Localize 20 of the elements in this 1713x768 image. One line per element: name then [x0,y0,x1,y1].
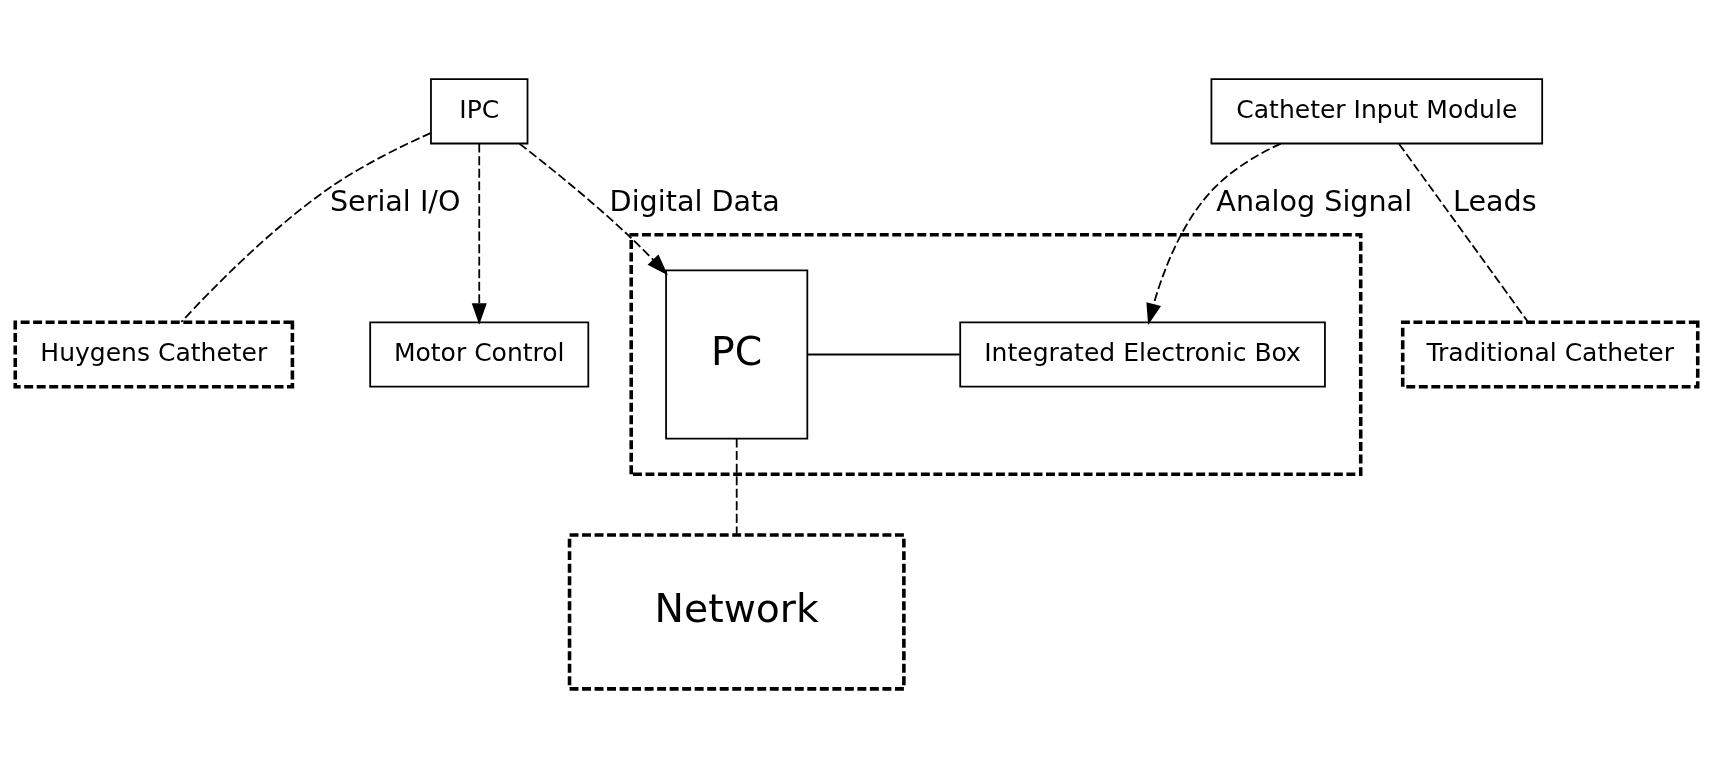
connector [735,437,738,536]
node-box: Catheter Input Module [1210,78,1544,145]
node-box: Motor Control [369,321,590,388]
cluster [629,232,1363,477]
node-box: Integrated Electronic Box [959,321,1326,388]
connector [807,353,961,356]
edge-label: Leads [1453,184,1537,219]
arrow [471,143,487,325]
arrow [1146,142,1282,325]
edge-label: Digital Data [609,184,780,219]
connector [180,132,432,323]
edge-label: Serial I/O [329,184,461,219]
node-box: IPC [430,78,529,145]
edge-label: Analog Signal [1216,184,1413,219]
node-box: PC [665,269,809,440]
connector [1398,143,1529,323]
node-box: Huygens Catheter [13,320,295,389]
node-box: Network [567,533,906,691]
node-box: Traditional Catheter [1400,320,1700,389]
arrow [518,142,668,276]
